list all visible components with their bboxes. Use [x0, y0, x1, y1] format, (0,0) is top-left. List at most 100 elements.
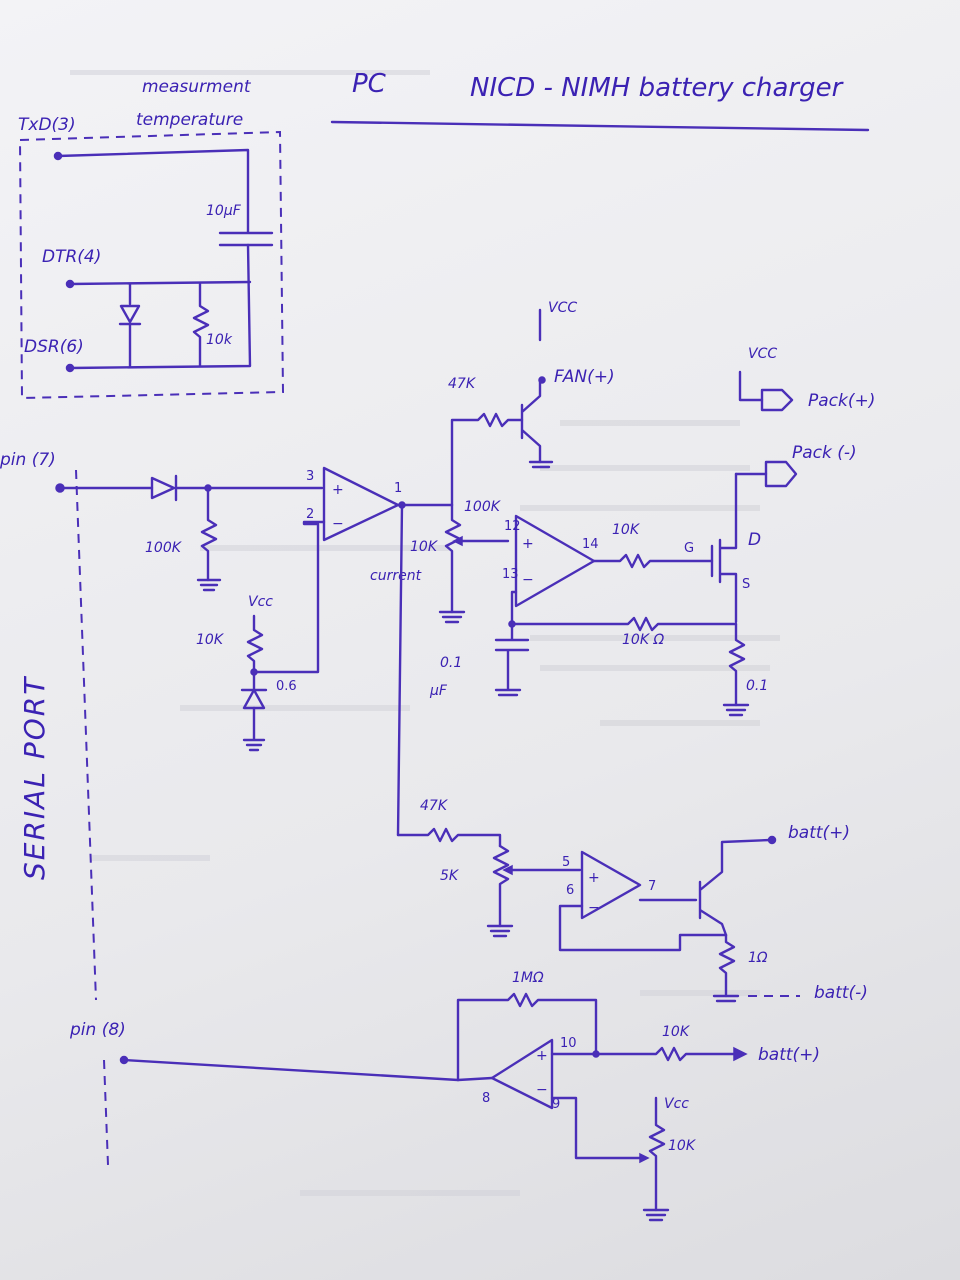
txd-label: TxD(3) — [18, 115, 76, 135]
r-fb-label: 10K Ω — [622, 632, 664, 648]
fan-stage: VCC 47K FAN(+) — [448, 300, 615, 469]
r-pulldown-label: 100K — [145, 540, 183, 556]
opamp2-plus: + — [522, 536, 534, 552]
fan-vcc-label: VCC — [548, 300, 577, 316]
r-sense-label: 0.1 — [746, 678, 768, 694]
source-label: S — [742, 577, 750, 592]
pin9-label: 9 — [552, 1097, 560, 1112]
cap-bottom-wire — [68, 243, 252, 370]
batt-neg-label: batt(-) — [814, 983, 868, 1003]
pin8-out-label: 8 — [482, 1091, 490, 1106]
v-ref-label: 0.6 — [276, 679, 297, 694]
mosfet-stage: + − 12 13 14 10K G D S Pack (-) VCC Pack… — [429, 346, 875, 717]
batt-pos-label: batt(+) — [788, 823, 850, 843]
pot-wiper-arrow — [452, 535, 463, 547]
batt-pot — [492, 844, 510, 928]
diode-symbol — [119, 304, 141, 324]
temp-dashed-box — [18, 130, 285, 400]
ground-1 — [196, 578, 222, 592]
r-gate-label: 10K — [612, 522, 641, 538]
pin7-label: pin (7) — [0, 450, 56, 470]
temp-res-label: 10k — [206, 332, 233, 348]
opamp3-feedback-wire — [558, 904, 728, 952]
ground-4 — [528, 460, 554, 469]
current-pot — [444, 503, 462, 614]
pass-transistor — [638, 838, 772, 937]
output-vcc-label: Vcc — [664, 1096, 689, 1112]
filter-cap — [494, 622, 530, 697]
opamp-4 — [490, 1038, 554, 1110]
output-junction — [592, 1050, 600, 1058]
reference-wire — [254, 520, 326, 674]
pack-pos-wire — [738, 370, 764, 402]
current-node-label: current — [370, 568, 422, 584]
ground-6 — [486, 924, 514, 938]
serial-port-label: SERIAL PORT — [18, 676, 51, 880]
feedback-resistor — [510, 590, 738, 632]
r-base-label: 47K — [448, 376, 477, 392]
pack-vcc-label: VCC — [748, 346, 777, 362]
serial-port-boundary — [75, 469, 109, 1166]
gate-label: G — [684, 541, 694, 556]
pin10-label: 10 — [560, 1036, 577, 1051]
pin1-label: 1 — [394, 481, 402, 496]
dtr-wire — [68, 280, 252, 286]
output-pot-arrow — [639, 1152, 650, 1164]
pack-pos-connector — [760, 388, 794, 412]
opamp2-minus: − — [522, 572, 534, 588]
pin6-label: 6 — [566, 883, 574, 898]
fan-label: FAN(+) — [554, 367, 615, 387]
gate-resistor — [592, 553, 714, 569]
cap-unit-label: µF — [429, 683, 448, 699]
pin14-label: 14 — [582, 537, 599, 552]
opamp-2 — [514, 514, 596, 608]
ref-vcc-label: Vcc — [248, 594, 273, 610]
pin8-wire — [122, 1058, 460, 1082]
opamp3-minus: − — [588, 900, 600, 916]
ref-resistor — [246, 614, 264, 692]
pack-neg-connector — [764, 460, 798, 488]
output-stage: pin (8) 1MΩ + − 8 10 9 10K batt(+) Vcc 1… — [69, 970, 820, 1222]
title-underline — [330, 120, 870, 132]
opamp4-minus: − — [536, 1082, 548, 1098]
sense-resistor — [728, 622, 746, 707]
serial-port-side: SERIAL PORT — [18, 469, 109, 1166]
batt-pot-arrow — [502, 864, 513, 876]
output-feedback-resistor — [456, 992, 598, 1082]
temp-label-line1: measurment — [142, 77, 252, 97]
output-pot-label: 10K — [668, 1138, 697, 1154]
opamp-1 — [322, 466, 400, 542]
emitter-resistor — [718, 933, 736, 998]
pin7-diode — [150, 474, 178, 502]
pin3-label: 3 — [306, 469, 314, 484]
opamp4-output-link — [456, 1076, 494, 1082]
mosfet-symbol — [710, 472, 738, 624]
output-arrow — [733, 1046, 748, 1062]
r-ref-label: 10K — [196, 632, 225, 648]
batt-pos-terminal — [767, 835, 777, 845]
cap-junction — [508, 620, 516, 628]
pin7-opamp-label: 7 — [648, 879, 656, 894]
title-right: NICD - NIMH battery charger — [470, 73, 845, 103]
fan-base-wire — [450, 412, 524, 507]
pot-top-label: 100K — [464, 499, 502, 515]
pin8-label: pin (8) — [69, 1020, 126, 1040]
output-resistor — [550, 1046, 736, 1062]
pin5-label: 5 — [562, 855, 570, 870]
title: PC NICD - NIMH battery charger — [330, 69, 870, 132]
opamp-3 — [580, 850, 642, 920]
txd-wire — [56, 148, 250, 234]
pulldown-resistor — [200, 486, 218, 582]
output-pot — [648, 1096, 666, 1212]
r-fb-out-label: 1MΩ — [512, 970, 544, 986]
ground-5 — [722, 703, 750, 717]
bleed-through-text — [70, 70, 780, 1196]
pot-label: 10K — [410, 539, 439, 555]
title-left: PC — [352, 69, 387, 99]
current-sense-stage: pin (7) 100K + − 3 2 1 Vcc 10K 0.6 curre… — [0, 412, 524, 837]
r-in-label: 47K — [420, 798, 449, 814]
drain-label: D — [748, 530, 761, 550]
ground-3 — [438, 610, 466, 624]
batt-stage: 47K 5K + − 5 6 7 batt(+) 1Ω batt(-) — [396, 798, 868, 1003]
